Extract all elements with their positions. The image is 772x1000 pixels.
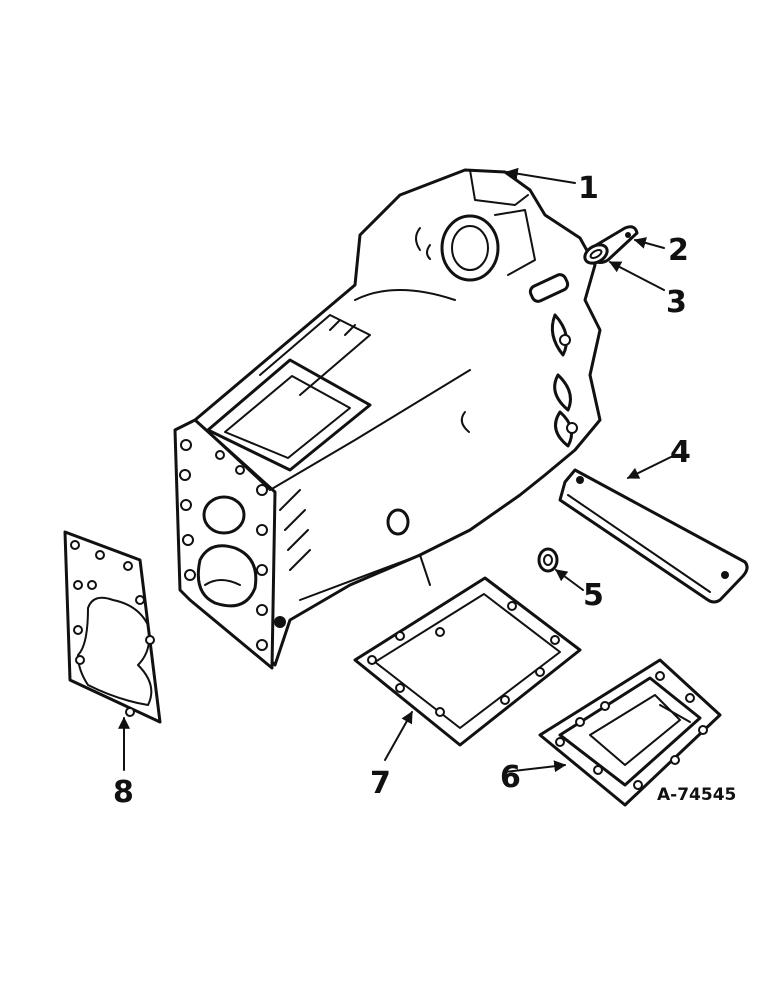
callout-8: 8 <box>113 775 134 810</box>
callout-5: 5 <box>583 578 604 613</box>
gasket-part-8 <box>63 530 162 724</box>
transmission-case <box>173 168 602 670</box>
gasket-part-3 <box>583 243 609 265</box>
callout-labels: 1 2 3 4 5 6 7 8 A-74545 <box>113 171 736 810</box>
gasket-part-7 <box>353 576 582 747</box>
callout-1: 1 <box>578 171 599 206</box>
callout-3: 3 <box>666 285 687 320</box>
callout-2: 2 <box>668 233 689 268</box>
callout-4: 4 <box>670 435 691 470</box>
leader-lines <box>118 167 676 773</box>
callout-6: 6 <box>500 760 521 795</box>
plug-part-5 <box>537 547 559 573</box>
drawing-number: A-74545 <box>657 785 736 805</box>
cover-plate-part-4 <box>558 468 749 604</box>
cover-part-6 <box>538 658 722 807</box>
callout-7: 7 <box>370 766 391 801</box>
